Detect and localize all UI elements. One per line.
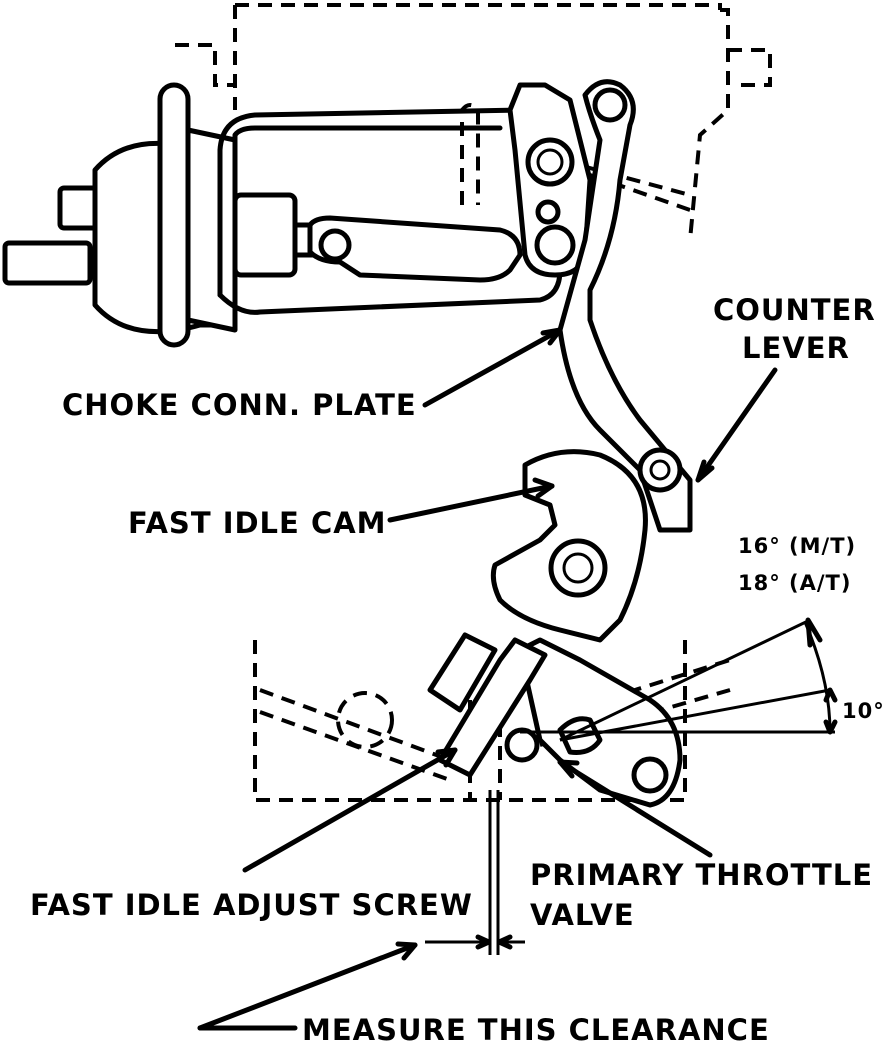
- measure-clearance-label: MEASURE THIS CLEARANCE: [302, 1013, 770, 1047]
- angle-ten-label: 10°: [842, 699, 885, 723]
- angle-at-label: 18° (A/T): [738, 571, 851, 595]
- carburetor-body-outline: [175, 3, 772, 241]
- fast-idle-adjust-screw-label: FAST IDLE ADJUST SCREW: [30, 888, 473, 922]
- leader-lines: [197, 327, 778, 1031]
- fast-idle-cam: [490, 449, 648, 643]
- clearance-lines: [425, 790, 525, 955]
- counter-lever-label-line1: COUNTER: [713, 293, 876, 327]
- angle-reference-lines: [520, 617, 838, 742]
- primary-throttle-label-line1: PRIMARY THROTTLE: [530, 858, 873, 892]
- counter-lever-label-line2: LEVER: [742, 331, 850, 365]
- choke-diaphragm: [2, 82, 328, 348]
- throttle-lever: [427, 632, 683, 808]
- choke-bracket: [217, 107, 563, 315]
- choke-conn-plate-label: CHOKE CONN. PLATE: [62, 388, 417, 422]
- fast-idle-cam-label: FAST IDLE CAM: [128, 506, 387, 540]
- angle-mt-label: 16° (M/T): [738, 534, 856, 558]
- primary-throttle-label-line2: VALVE: [530, 898, 635, 932]
- counter-lever: [507, 79, 693, 533]
